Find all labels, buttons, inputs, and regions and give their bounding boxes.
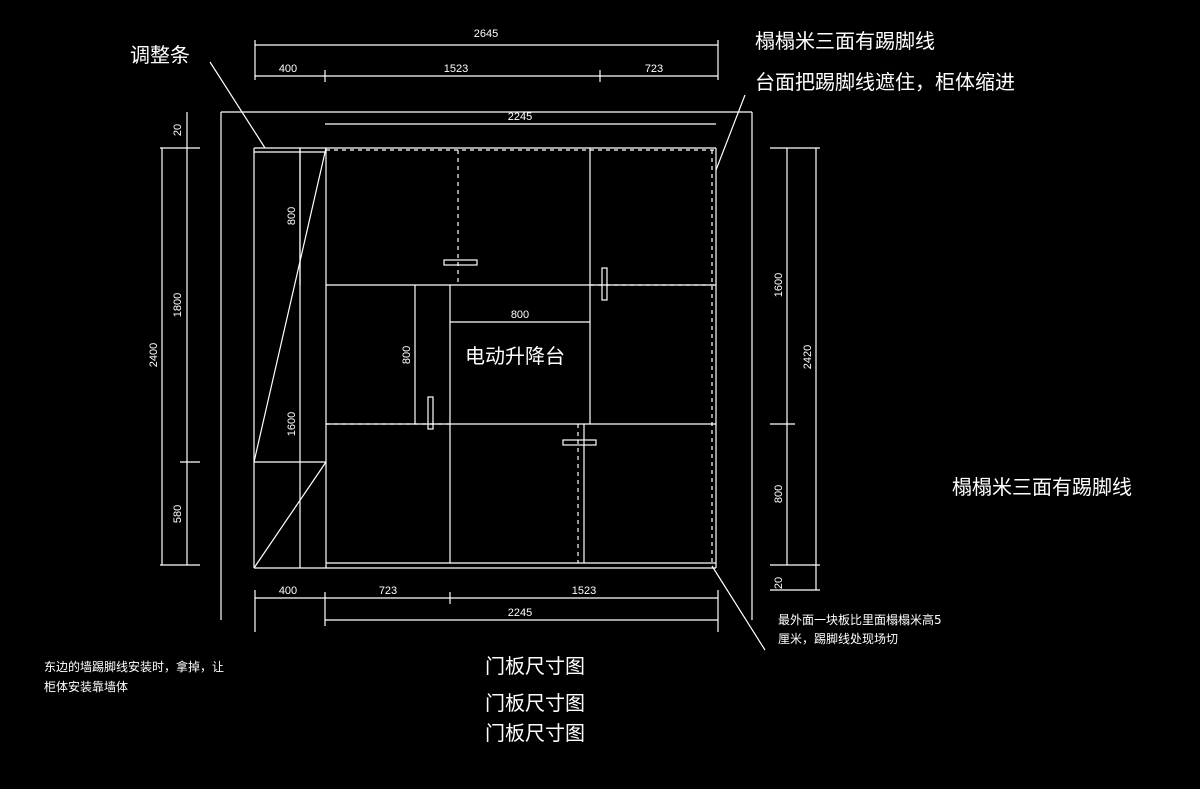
leader-adjust [209, 61, 266, 149]
dim-right-2420: 2420 [802, 345, 814, 369]
note-tatami-right: 榻榻米三面有踢脚线 [952, 475, 1132, 499]
note-east-wall-2: 柜体安装靠墙体 [44, 679, 128, 694]
note-outer-board-2: 厘米，踢脚线处现场切 [778, 631, 898, 646]
leader-outer [711, 565, 766, 651]
adjust-strip-diag-2 [253, 461, 327, 569]
dim-right-1600: 1600 [773, 273, 785, 297]
note-adjust-strip: 调整条 [130, 43, 190, 67]
note-electric-lift: 电动升降台 [465, 344, 565, 368]
dim-top-total: 2645 [474, 28, 498, 40]
note-tatami-top: 榻榻米三面有踢脚线 [755, 29, 935, 53]
handle-2 [601, 267, 608, 301]
title-2: 门板尺寸图 [485, 691, 585, 715]
handle-4 [562, 439, 597, 446]
dim-top-mid: 1523 [444, 63, 468, 75]
dim-left-580: 580 [172, 505, 184, 523]
adjust-strip-diag-1 [253, 147, 327, 463]
handle-1 [443, 259, 478, 266]
dim-lift-h: 800 [401, 346, 413, 364]
dim-right-20: 20 [773, 577, 785, 589]
dim-right-800: 800 [773, 485, 785, 503]
note-outer-board-1: 最外面一块板比里面榻榻米高5 [778, 612, 942, 627]
title-1: 门板尺寸图 [485, 654, 585, 678]
note-counter-covers: 台面把踢脚线遮住，柜体缩进 [755, 70, 1015, 94]
dim-lift-w: 800 [511, 309, 529, 321]
dim-bottom-right: 1523 [572, 585, 596, 597]
dim-left-1800: 1800 [172, 293, 184, 317]
dim-inner-1600: 1600 [286, 412, 298, 436]
dim-bottom-left: 400 [279, 585, 297, 597]
dim-bottom-mid: 723 [379, 585, 397, 597]
dim-top-left: 400 [279, 63, 297, 75]
dim-left-2400: 2400 [148, 343, 160, 367]
dim-top-inner: 2245 [508, 111, 532, 123]
dim-inner-800: 800 [286, 207, 298, 225]
dim-bottom-total: 2245 [508, 607, 532, 619]
leader-counter [715, 94, 746, 171]
title-3: 门板尺寸图 [485, 721, 585, 745]
handle-3 [427, 396, 434, 430]
dim-left-20: 20 [172, 124, 184, 136]
note-east-wall-1: 东边的墙踢脚线安装时，拿掉，让 [44, 659, 224, 674]
dim-top-right: 723 [645, 63, 663, 75]
